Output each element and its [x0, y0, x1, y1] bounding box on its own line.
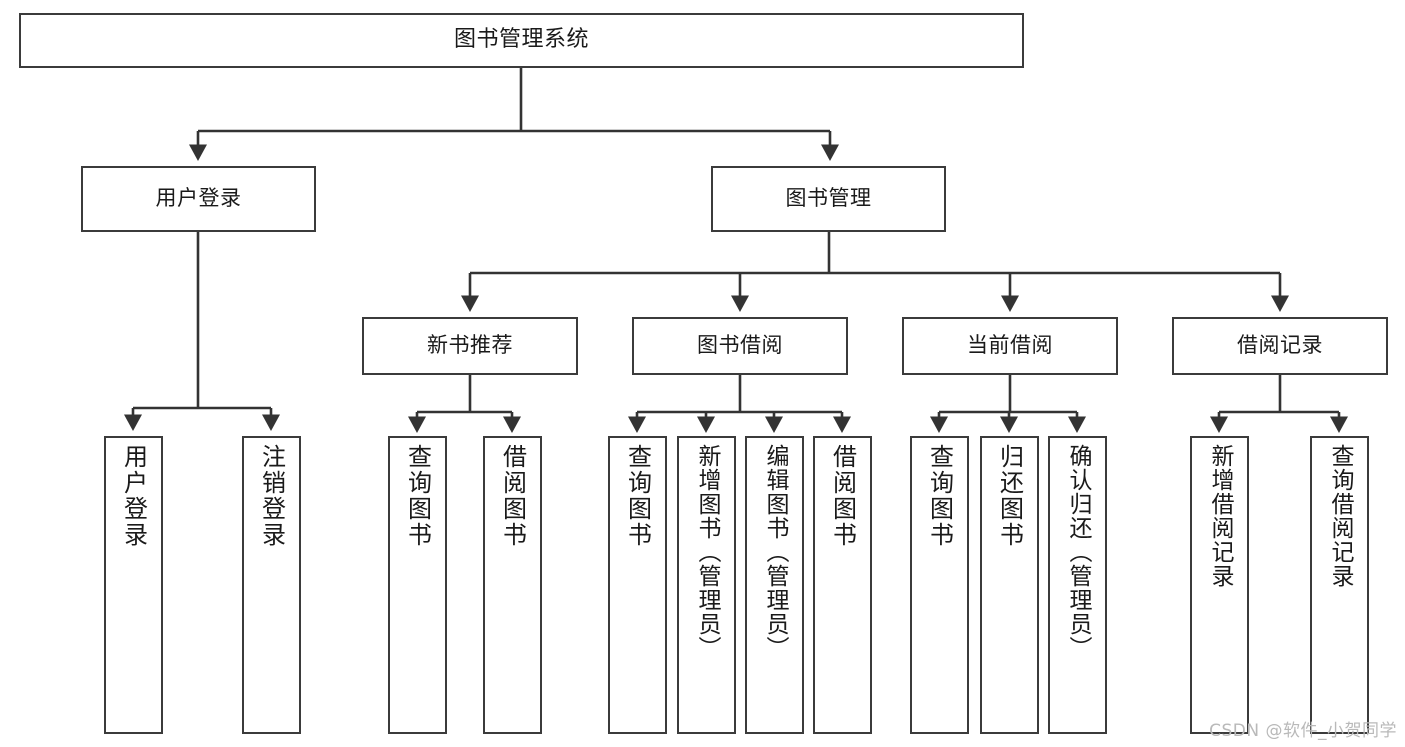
leaf-add-book[interactable]: 新增图书（管理员） — [677, 436, 736, 734]
node-user-login-label: 用户登录 — [155, 186, 242, 211]
leaf-query-book-c-label: 查询图书 — [925, 444, 954, 548]
leaf-query-record[interactable]: 查询借阅记录 — [1310, 436, 1369, 734]
leaf-confirm-return[interactable]: 确认归还（管理员） — [1048, 436, 1107, 734]
leaf-borrow-book-a-label: 借阅图书 — [498, 444, 527, 548]
leaf-borrow-book-b[interactable]: 借阅图书 — [813, 436, 872, 734]
node-root-label: 图书管理系统 — [453, 27, 589, 53]
leaf-logout[interactable]: 注销登录 — [242, 436, 301, 734]
node-new-book-recommend[interactable]: 新书推荐 — [362, 317, 578, 375]
leaf-user-login-label: 用户登录 — [119, 444, 148, 548]
node-book-manage[interactable]: 图书管理 — [711, 166, 946, 232]
node-book-manage-label: 图书管理 — [785, 186, 872, 211]
leaf-add-record[interactable]: 新增借阅记录 — [1190, 436, 1249, 734]
leaf-borrow-book-a[interactable]: 借阅图书 — [483, 436, 542, 734]
leaf-edit-book-label: 编辑图书（管理员） — [762, 444, 788, 660]
leaf-query-record-label: 查询借阅记录 — [1327, 444, 1353, 588]
leaf-query-book-a-label: 查询图书 — [403, 444, 432, 548]
node-book-borrow-label: 图书借阅 — [697, 333, 783, 358]
node-user-login[interactable]: 用户登录 — [81, 166, 316, 232]
leaf-query-book-b[interactable]: 查询图书 — [608, 436, 667, 734]
node-current-borrow-label: 当前借阅 — [967, 333, 1053, 358]
node-new-book-recommend-label: 新书推荐 — [427, 333, 513, 358]
watermark: CSDN @软件_小贺同学 — [1209, 721, 1397, 741]
node-borrow-record-label: 借阅记录 — [1237, 333, 1323, 358]
leaf-edit-book[interactable]: 编辑图书（管理员） — [745, 436, 804, 734]
leaf-add-record-label: 新增借阅记录 — [1207, 444, 1233, 588]
leaf-return-book-label: 归还图书 — [995, 444, 1024, 548]
leaf-query-book-a[interactable]: 查询图书 — [388, 436, 447, 734]
leaf-query-book-b-label: 查询图书 — [623, 444, 652, 548]
node-root[interactable]: 图书管理系统 — [19, 13, 1024, 68]
node-book-borrow[interactable]: 图书借阅 — [632, 317, 848, 375]
leaf-confirm-return-label: 确认归还（管理员） — [1065, 444, 1091, 660]
leaf-add-book-label: 新增图书（管理员） — [694, 444, 720, 660]
node-current-borrow[interactable]: 当前借阅 — [902, 317, 1118, 375]
leaf-query-book-c[interactable]: 查询图书 — [910, 436, 969, 734]
node-borrow-record[interactable]: 借阅记录 — [1172, 317, 1388, 375]
leaf-return-book[interactable]: 归还图书 — [980, 436, 1039, 734]
leaf-borrow-book-b-label: 借阅图书 — [828, 444, 857, 548]
leaf-logout-label: 注销登录 — [257, 444, 286, 548]
leaf-user-login[interactable]: 用户登录 — [104, 436, 163, 734]
